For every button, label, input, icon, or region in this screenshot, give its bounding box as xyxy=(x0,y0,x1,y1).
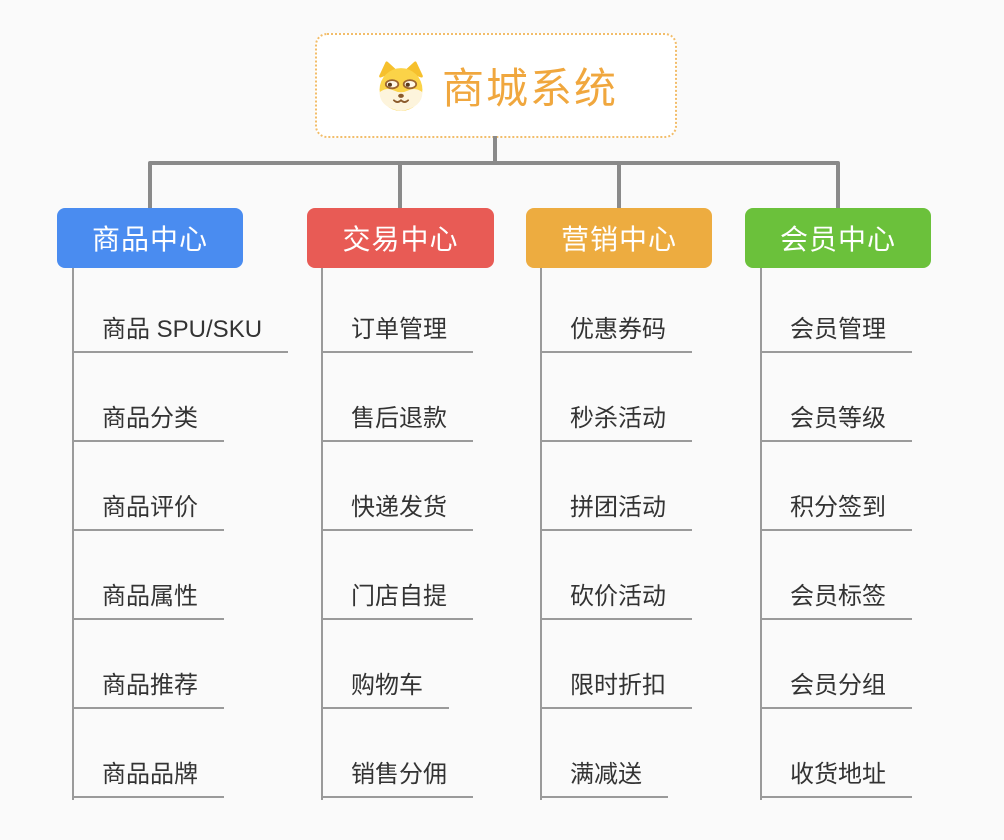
leaf-topic[interactable]: 订单管理 xyxy=(321,317,473,353)
connector-drop-marketing xyxy=(617,163,621,210)
connector-root-drop xyxy=(493,136,497,165)
branch-spine-goods xyxy=(72,268,74,800)
leaf-topic[interactable]: 砍价活动 xyxy=(540,584,692,620)
connector-trunk xyxy=(148,161,840,165)
leaf-topic[interactable]: 优惠券码 xyxy=(540,317,692,353)
dog-logo-icon xyxy=(379,60,423,111)
leaf-topic[interactable]: 积分签到 xyxy=(760,495,912,531)
leaf-topic[interactable]: 商品属性 xyxy=(72,584,224,620)
leaf-topic[interactable]: 商品品牌 xyxy=(72,762,224,798)
leaf-topic[interactable]: 快递发货 xyxy=(321,495,473,531)
branch-header-trade[interactable]: 交易中心 xyxy=(307,208,494,268)
leaf-topic[interactable]: 秒杀活动 xyxy=(540,406,692,442)
leaf-topic[interactable]: 商品推荐 xyxy=(72,673,224,709)
leaf-topic[interactable]: 满减送 xyxy=(540,762,668,798)
branch-spine-member xyxy=(760,268,762,800)
branch-header-member[interactable]: 会员中心 xyxy=(745,208,931,268)
leaf-topic[interactable]: 限时折扣 xyxy=(540,673,692,709)
leaf-topic[interactable]: 销售分佣 xyxy=(321,762,473,798)
leaf-topic[interactable]: 购物车 xyxy=(321,673,449,709)
leaf-topic[interactable]: 门店自提 xyxy=(321,584,473,620)
leaf-topic[interactable]: 售后退款 xyxy=(321,406,473,442)
leaf-topic[interactable]: 会员分组 xyxy=(760,673,912,709)
leaf-topic[interactable]: 拼团活动 xyxy=(540,495,692,531)
root-topic-label: 商城系统 xyxy=(441,65,618,112)
leaf-topic[interactable]: 商品 SPU/SKU xyxy=(72,317,289,353)
leaf-topic[interactable]: 商品评价 xyxy=(72,495,224,531)
branch-header-goods[interactable]: 商品中心 xyxy=(57,208,243,268)
leaf-topic[interactable]: 会员管理 xyxy=(760,317,912,353)
connector-drop-goods xyxy=(148,163,152,210)
leaf-topic[interactable]: 收货地址 xyxy=(760,762,912,798)
connector-drop-trade xyxy=(398,163,402,210)
branch-spine-trade xyxy=(321,268,323,800)
root-topic[interactable]: 商城系统 xyxy=(315,33,677,138)
branch-spine-marketing xyxy=(540,268,542,800)
leaf-topic[interactable]: 会员等级 xyxy=(760,406,912,442)
branch-header-marketing[interactable]: 营销中心 xyxy=(526,208,712,268)
leaf-topic[interactable]: 会员标签 xyxy=(760,584,912,620)
connector-drop-member xyxy=(836,163,840,210)
leaf-topic[interactable]: 商品分类 xyxy=(72,406,224,442)
